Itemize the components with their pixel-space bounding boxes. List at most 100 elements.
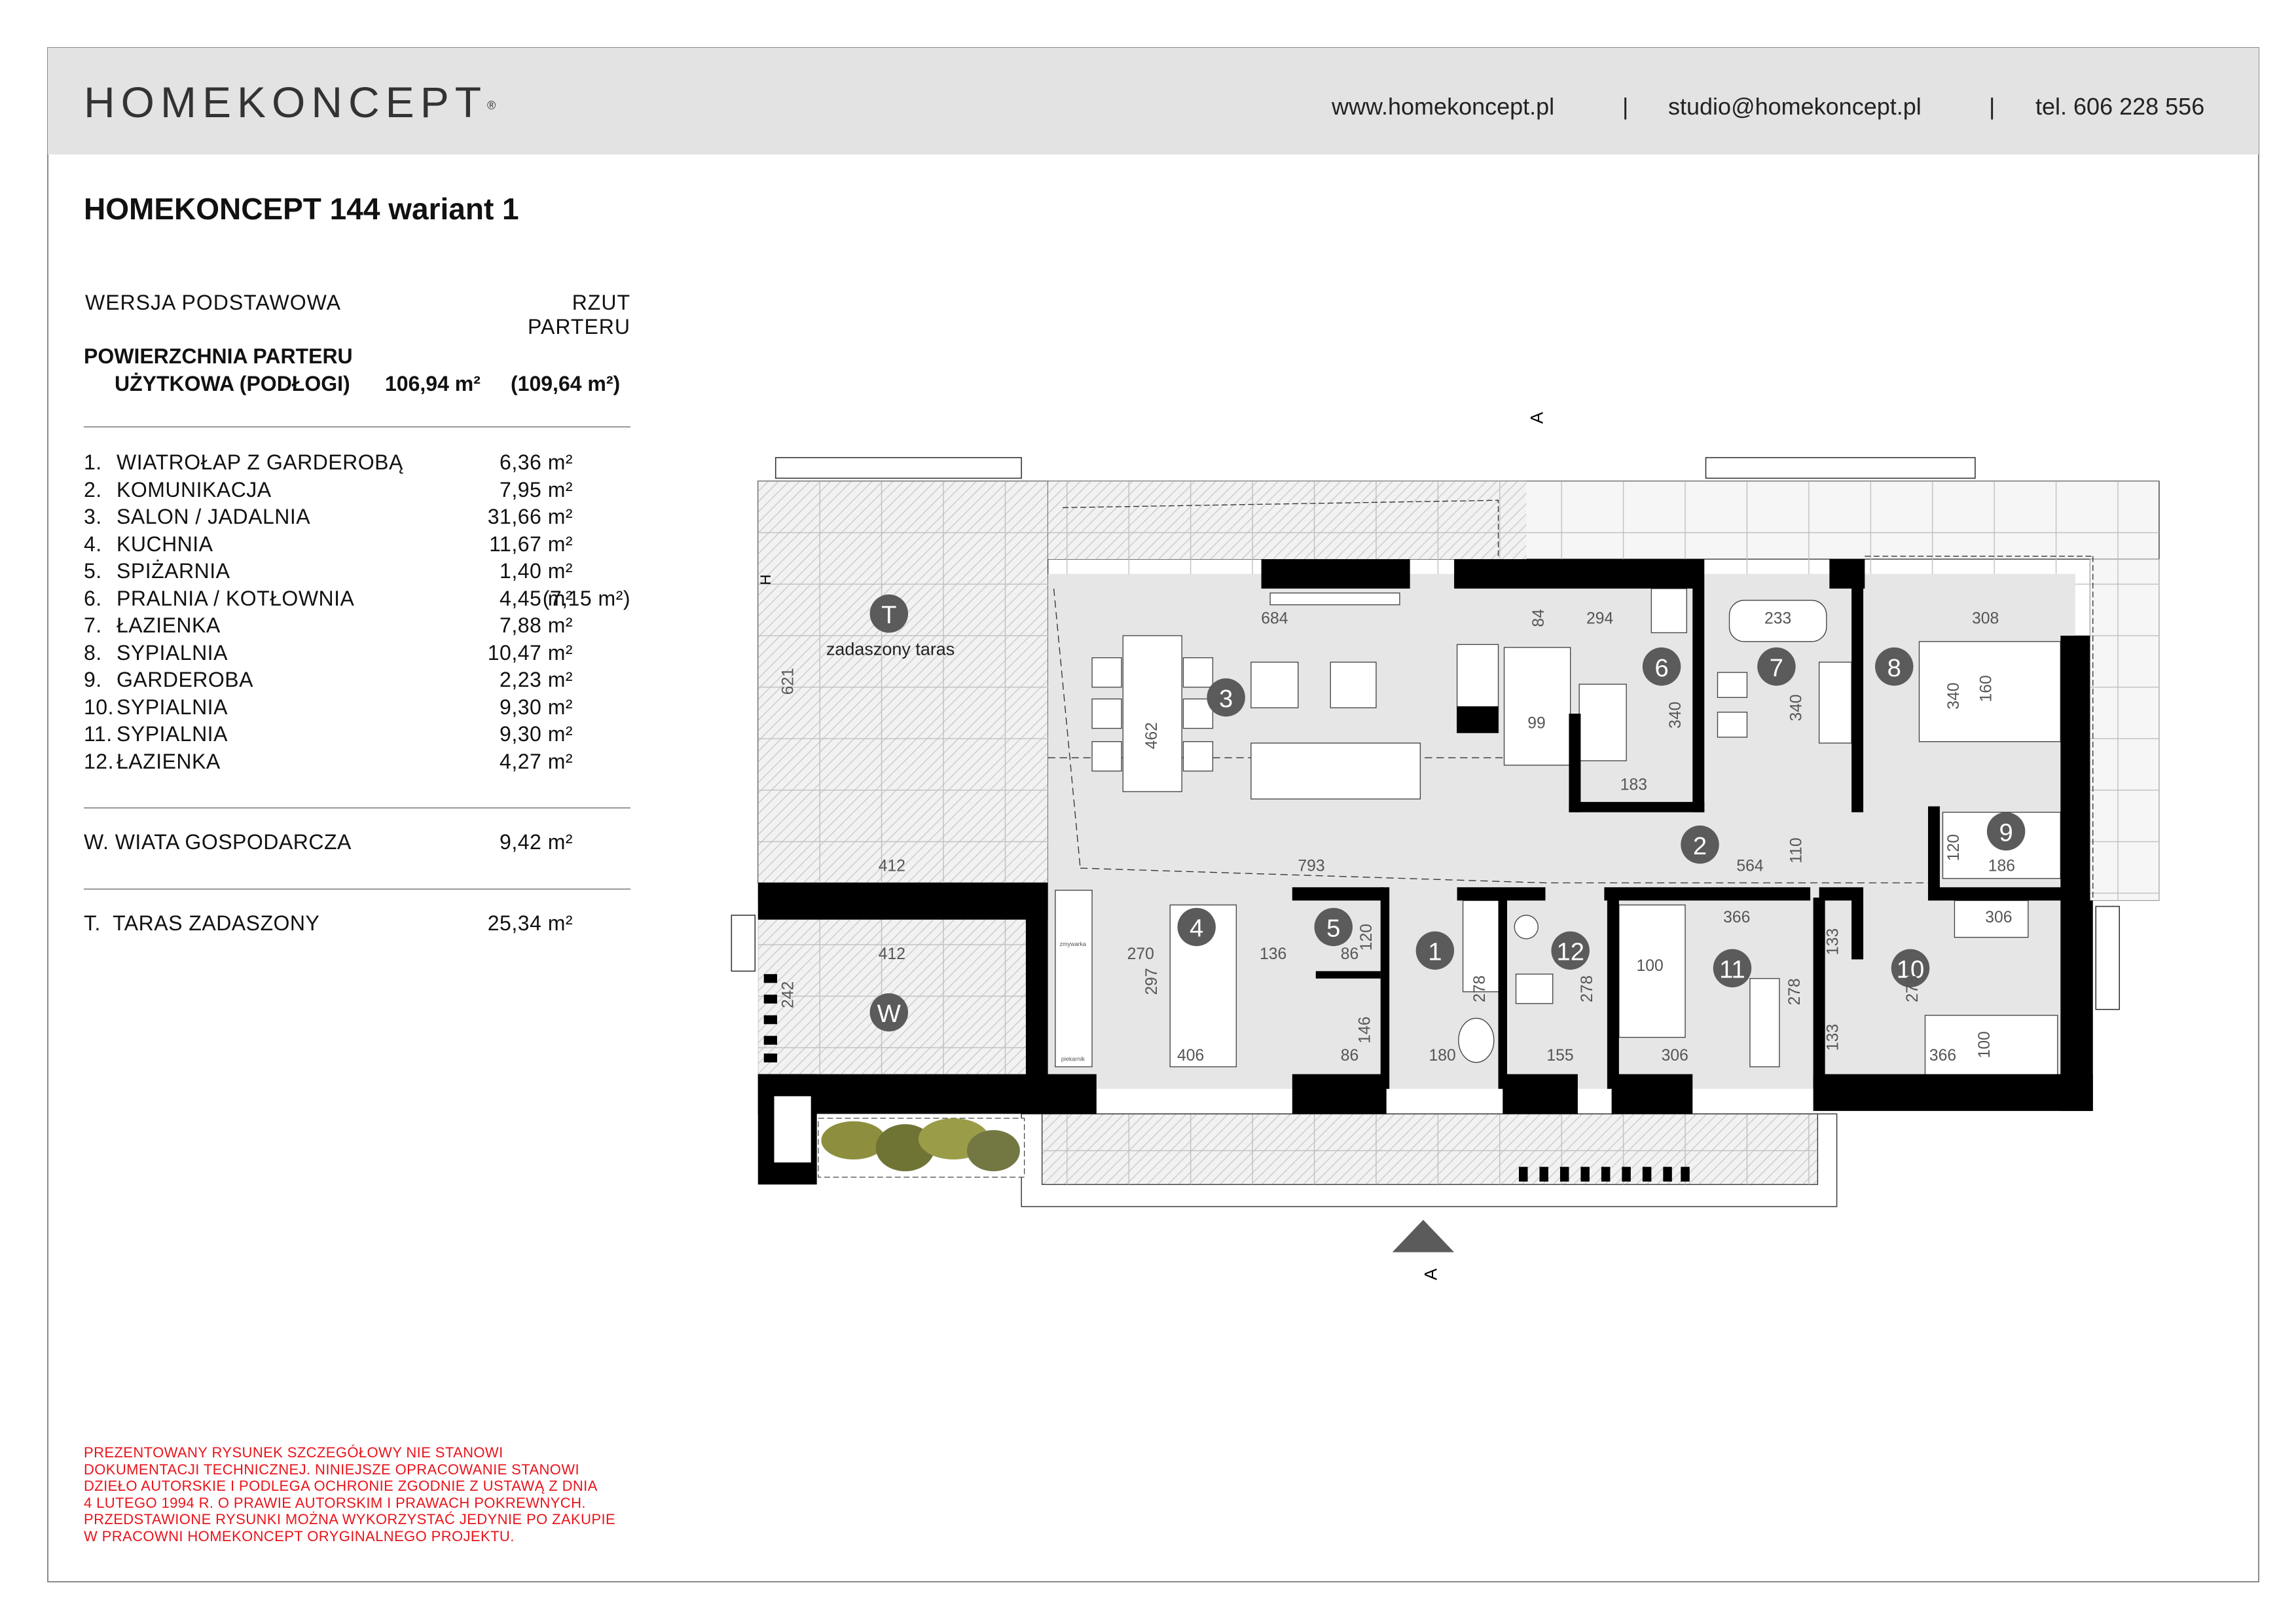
area-value-alt: (109,64 m²): [511, 372, 621, 395]
oven-label: piekarnik: [1061, 1055, 1085, 1062]
dimension-label: 278: [1904, 976, 1922, 1002]
room-name: SALON / JADALNIA: [117, 505, 311, 528]
dimension-label: 84: [1530, 609, 1548, 627]
dimension-label: 412: [879, 857, 905, 875]
furniture: [1055, 588, 2061, 1078]
disclaimer-line: DOKUMENTACJI TECHNICZNEJ. NINIEJSZE OPRA…: [84, 1461, 580, 1478]
room-name: ŁAZIENKA: [117, 749, 221, 773]
dimension-label: 133: [1825, 928, 1842, 955]
dimension-label: 136: [1260, 945, 1286, 963]
area-label-line1: POWIERZCHNIA PARTERU: [84, 344, 353, 368]
dimension-label: 270: [1127, 945, 1154, 963]
disclaimer-line: W PRACOWNI HOMEKONCEPT ORYGINALNEGO PROJ…: [84, 1527, 515, 1544]
roof-element: [1705, 457, 1976, 479]
dimension-label: 86: [1341, 945, 1359, 963]
dimension-label: 183: [1620, 776, 1647, 794]
email-link[interactable]: studio@homekoncept.pl: [1668, 93, 1922, 120]
room-area: 9,30 m²: [500, 722, 573, 746]
bench: [731, 915, 756, 972]
dimension-label: 294: [1586, 610, 1614, 628]
room-num: 11.: [84, 722, 113, 746]
desk: [1749, 977, 1780, 1068]
dishwasher-label: zmywarka: [1060, 941, 1086, 947]
plant-image: [818, 1118, 1025, 1178]
chair: [1182, 657, 1214, 688]
area-label-line2: UŻYTKOWA (PODŁOGI): [115, 372, 350, 395]
marker-circle: [1713, 949, 1752, 988]
room-extra: (7,15 m²): [542, 586, 630, 610]
marker-circle: [1986, 812, 2026, 851]
sink: [1514, 915, 1539, 939]
page-title: HOMEKONCEPT 144 wariant 1: [84, 192, 519, 226]
dimension-label: 155: [1546, 1047, 1573, 1065]
room-area: 10,47 m²: [487, 640, 573, 665]
copyright-disclaimer: PREZENTOWANY RYSUNEK SZCZEGÓŁOWY NIE STA…: [84, 1444, 673, 1545]
marker-label: 12: [1556, 938, 1584, 966]
room-num: 7.: [84, 613, 102, 637]
armchair: [1250, 661, 1299, 708]
room-num: 4.: [84, 532, 102, 556]
marker-circle: [1551, 931, 1590, 970]
separator: |: [1989, 93, 1995, 120]
room-marker: 7: [1757, 647, 1796, 686]
desk: [1954, 900, 2029, 938]
chair: [1182, 698, 1214, 729]
marker-circle: [1875, 647, 1914, 686]
room-num: 5.: [84, 559, 102, 583]
website-link[interactable]: www.homekoncept.pl: [1332, 93, 1555, 120]
separator: |: [1622, 93, 1629, 120]
marker-label: 11: [1719, 956, 1745, 984]
plan-type-label: RZUT PARTERU: [528, 291, 630, 338]
dining-table: [1122, 635, 1182, 792]
marker-label: 3: [1219, 685, 1233, 713]
single-bed: [1618, 904, 1686, 1038]
marker-circle: [869, 993, 909, 1032]
phone-number[interactable]: tel. 606 228 556: [2035, 93, 2205, 120]
taras-row: T. TARAS ZADASZONY 25,34 m²: [84, 911, 630, 938]
room-marker: 9: [1986, 812, 2026, 851]
wiata-label: W. WIATA GOSPODARCZA: [84, 830, 352, 854]
dimension-label: 160: [1977, 675, 1995, 702]
marker-circle: [1415, 931, 1455, 970]
room-num: 12.: [84, 749, 114, 773]
disclaimer-line: DZIEŁO AUTORSKIE I PODLEGA OCHRONIE ZGOD…: [84, 1478, 598, 1495]
room-name: SPIŻARNIA: [117, 559, 230, 583]
room-name: KUCHNIA: [117, 532, 213, 556]
room-area: 11,67 m²: [489, 532, 573, 556]
room-name: KOMUNIKACJA: [117, 477, 272, 501]
double-bed: [1918, 641, 2061, 742]
dimension-label: 278: [1786, 978, 1804, 1005]
dimension-label: 684: [1261, 610, 1288, 628]
armchair: [1330, 661, 1377, 708]
room-area: 7,95 m²: [500, 477, 573, 501]
room-name: ŁAZIENKA: [117, 613, 221, 637]
room-area: 2,23 m²: [500, 668, 573, 691]
toilet: [1717, 672, 1748, 698]
dimension-label: 306: [1662, 1047, 1688, 1065]
h-mark: H: [757, 574, 774, 585]
marker-label: 9: [1999, 819, 2013, 847]
room-num: 6.: [84, 586, 102, 610]
divider: [84, 807, 630, 809]
room-name: SYPIALNIA: [117, 640, 228, 665]
terrace-label: zadaszony taras: [826, 640, 955, 659]
dimension-label: 186: [1988, 857, 2015, 875]
pergola-posts: [763, 974, 1690, 1182]
room-num: 9.: [84, 668, 102, 691]
room-num: 1.: [84, 450, 102, 474]
room-marker: 11: [1713, 949, 1752, 988]
marker-circle: [1757, 647, 1796, 686]
room-num: 8.: [84, 640, 102, 665]
dimension-label: 306: [1985, 909, 2012, 926]
marker-circle: [1314, 907, 1353, 947]
disclaimer-line: PRZEDSTAWIONE RYSUNKI MOŻNA WYKORZYSTAĆ …: [84, 1511, 616, 1528]
room-area: 4,45 m²: [500, 586, 573, 610]
dimension-label: 412: [879, 945, 905, 963]
